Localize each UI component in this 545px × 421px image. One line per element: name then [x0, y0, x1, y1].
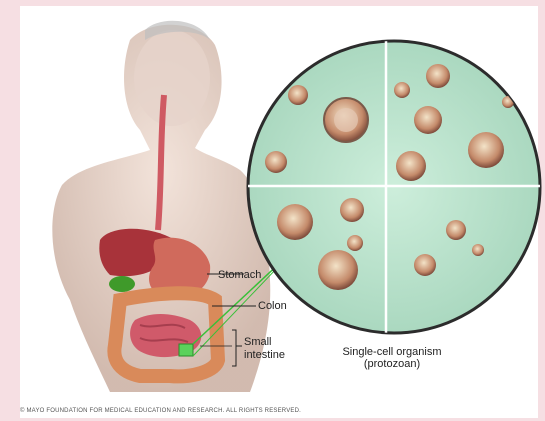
microscope-view: [248, 40, 540, 335]
highlight-box: [179, 344, 193, 356]
small-intestine-label-line1: Small: [244, 336, 272, 348]
small-intestine-label-line2: intestine: [244, 349, 285, 361]
colon-label: Colon: [258, 300, 287, 312]
head: [134, 30, 210, 126]
microscope-caption-line1: Single-cell organism: [312, 346, 472, 358]
stomach-label: Stomach: [218, 269, 261, 281]
gallbladder: [109, 276, 135, 292]
microscope-caption-line2: (protozoan): [312, 358, 472, 370]
copyright-notice: © MAYO FOUNDATION FOR MEDICAL EDUCATION …: [20, 408, 301, 414]
